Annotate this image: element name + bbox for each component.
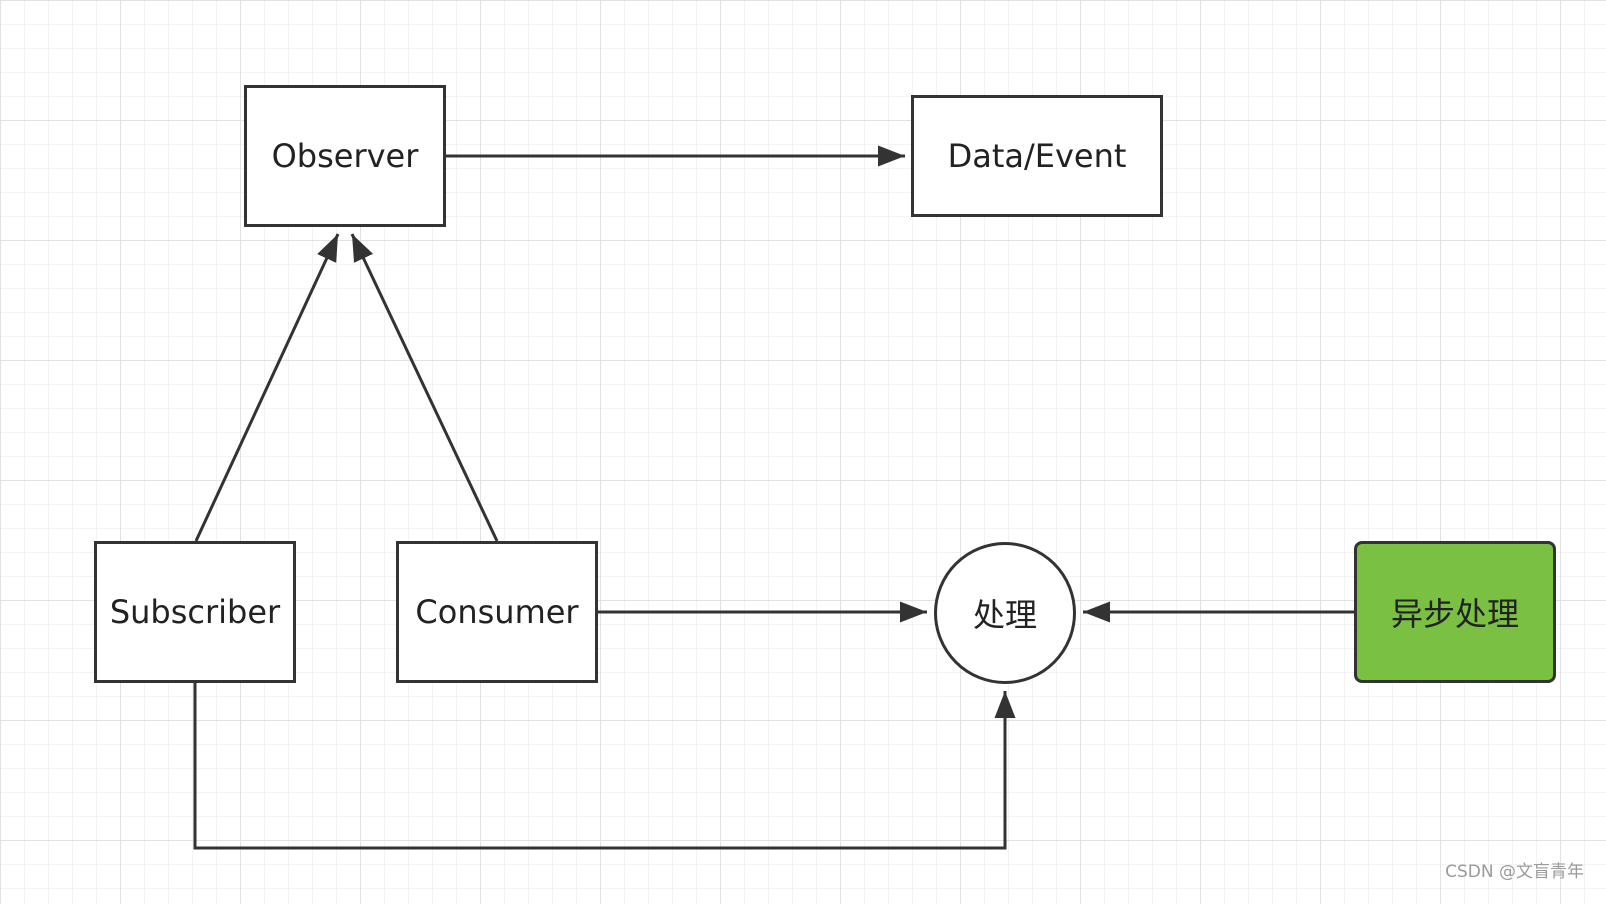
watermark: CSDN @文盲青年: [1445, 862, 1584, 882]
node-subscriber[interactable]: Subscriber: [94, 541, 296, 683]
node-process-label: 处理: [972, 596, 1037, 634]
node-data-event[interactable]: Data/Event: [911, 95, 1163, 217]
node-async-process-label: 异步处理: [1390, 595, 1519, 633]
edge-subscriber-to-observer: [194, 233, 340, 542]
edge-consumer-to-observer: [350, 233, 499, 542]
node-consumer[interactable]: Consumer: [396, 541, 598, 683]
node-async-process[interactable]: 异步处理: [1354, 541, 1556, 683]
node-observer-label: Observer: [271, 137, 419, 175]
node-consumer-label: Consumer: [415, 593, 579, 631]
node-subscriber-label: Subscriber: [109, 593, 281, 631]
node-process[interactable]: 处理: [934, 542, 1076, 684]
node-data-event-label: Data/Event: [947, 137, 1127, 175]
node-observer[interactable]: Observer: [244, 85, 446, 227]
edge-subscriber-to-process: [193, 683, 1016, 850]
